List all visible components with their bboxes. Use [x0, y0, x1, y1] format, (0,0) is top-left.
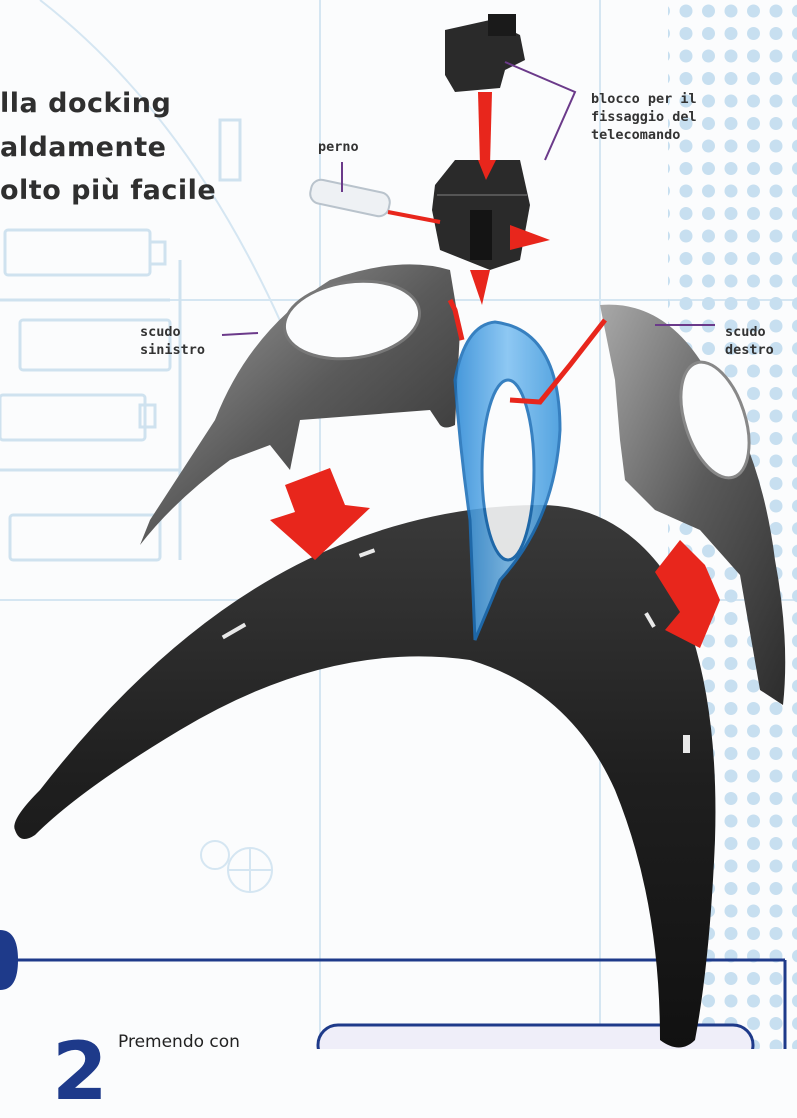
callout-pin: perno: [318, 138, 359, 156]
callout-left-line-2: sinistro: [140, 341, 205, 359]
callout-block-line-2: fissaggio del: [591, 108, 697, 126]
heading-line-3: olto più facile: [0, 175, 216, 206]
callout-left-line-1: scudo: [140, 323, 205, 341]
pin: [308, 178, 391, 218]
callout-left-shield: scudo sinistro: [140, 323, 205, 359]
step-text: Premendo con: [118, 1032, 240, 1052]
docking-base: [14, 505, 715, 1048]
callout-right-line-2: destro: [725, 341, 774, 359]
heading-line-1: lla docking: [0, 88, 171, 119]
heading-line-2: aldamente: [0, 132, 166, 163]
callout-block-line-1: blocco per il: [591, 90, 697, 108]
step-number: 2: [52, 1032, 108, 1112]
callout-right-line-1: scudo: [725, 323, 774, 341]
callout-right-shield: scudo destro: [725, 323, 774, 359]
callout-remote-block: blocco per il fissaggio del telecomando: [591, 90, 697, 144]
callout-block-line-3: telecomando: [591, 126, 697, 144]
step-tab: [0, 930, 18, 990]
